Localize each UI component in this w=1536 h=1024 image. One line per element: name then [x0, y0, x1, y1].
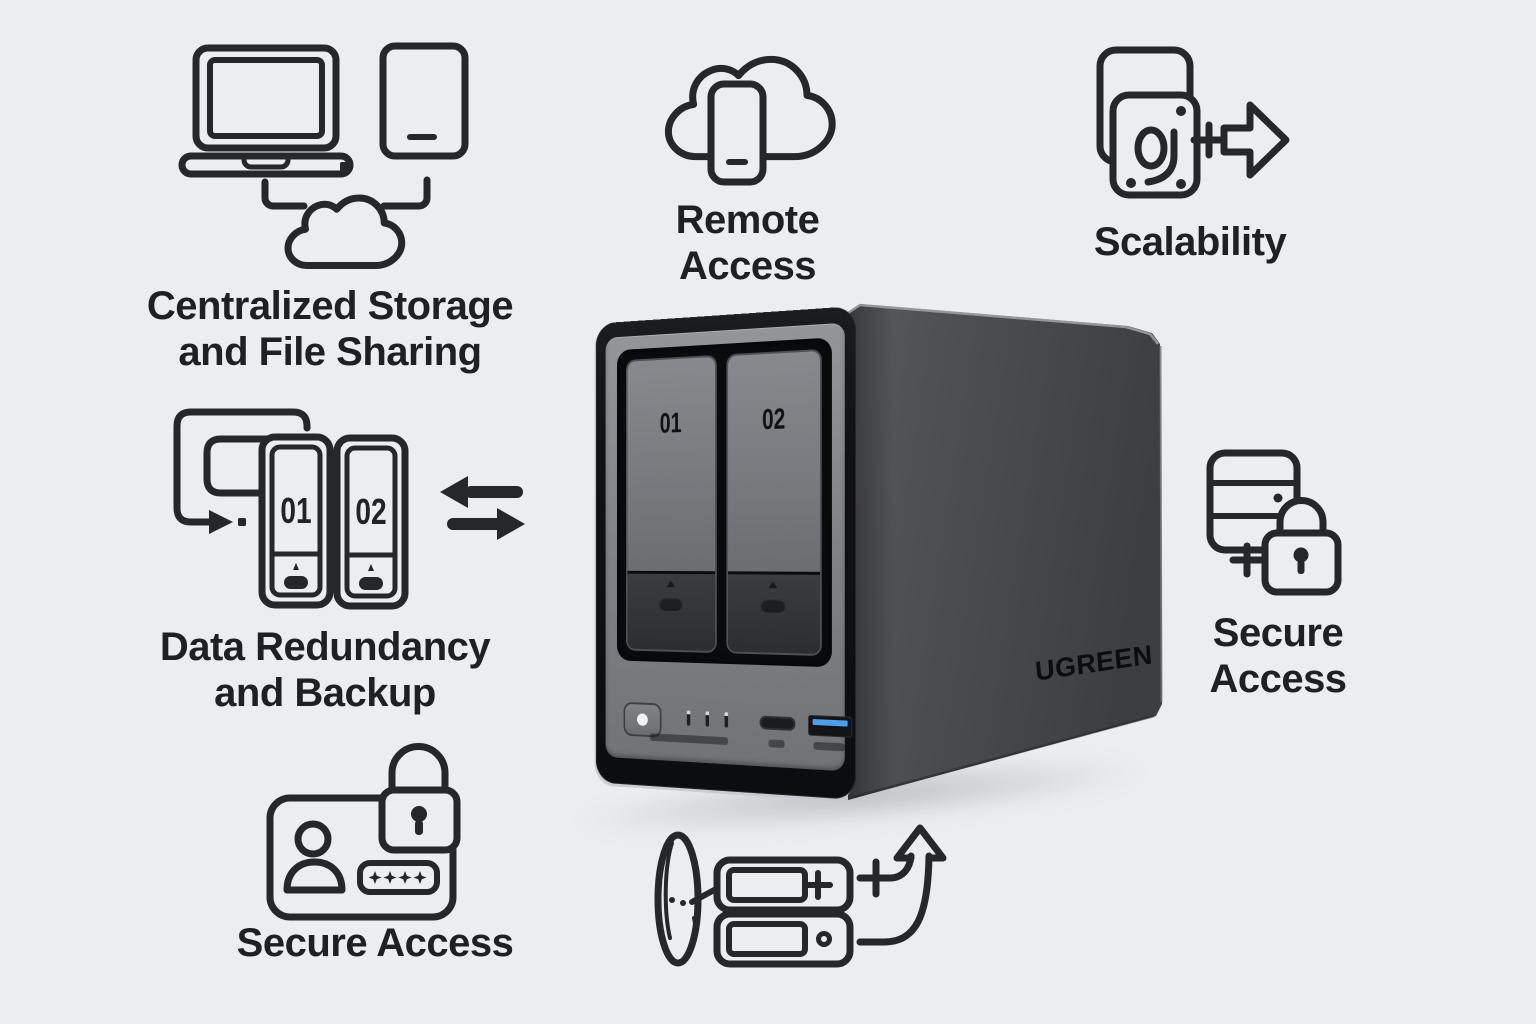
drive-bay-1[interactable]: 01 [625, 354, 717, 654]
fan-connector [689, 886, 719, 905]
password-field-icon [357, 860, 440, 895]
id-card-lock-icon [266, 743, 461, 921]
tablet-icon [379, 42, 469, 160]
drive-unit-top [713, 856, 854, 914]
status-led-1 [686, 710, 691, 726]
power-led [637, 713, 648, 727]
connector-left [261, 178, 308, 210]
led-caption [649, 733, 729, 746]
phone-icon [707, 80, 767, 186]
drive-tray-2: 02 [333, 434, 409, 610]
bay2-door[interactable]: 02 [727, 351, 820, 576]
devices-cloud-icon [178, 42, 469, 275]
power-button[interactable] [623, 701, 662, 738]
scalability-text: Scalability [1093, 220, 1287, 264]
drive-tray-1: 01 [258, 433, 334, 609]
scalability-label: Scalability [1055, 219, 1325, 265]
front-controls [617, 692, 853, 762]
bay1-latch-button[interactable] [658, 596, 683, 612]
drive1-number: 01 [280, 491, 311, 531]
secure-access-right-line1: Secure [1212, 611, 1344, 655]
front-panel: 01 02 [605, 322, 853, 772]
centralized-storage-label: Centralized Storage and File Sharing [95, 283, 565, 375]
connector-node [340, 162, 349, 174]
sync-frame-icon [173, 408, 311, 534]
drive-unit-bottom [713, 910, 854, 968]
remote-access-line1: Remote [675, 198, 820, 242]
lock-icon [1261, 497, 1342, 596]
top-edge-highlight [847, 303, 1159, 345]
usb-a-caption [813, 741, 845, 752]
usb-c-port[interactable] [759, 715, 796, 731]
transfer-arrows-icon [440, 476, 525, 540]
fan-drives-expand-icon [654, 824, 947, 968]
nas-front-face: 01 02 [595, 306, 856, 800]
nas-device: 01 02 [548, 300, 1170, 812]
bay1-number: 01 [659, 407, 682, 440]
bay1-latch[interactable] [627, 574, 715, 652]
drive-bay-2[interactable]: 02 [725, 348, 822, 657]
lock-icon [378, 743, 461, 854]
id-card [266, 794, 457, 921]
secure-access-right-line2: Access [1209, 657, 1347, 701]
drive-bays: 01 02 [616, 337, 832, 668]
data-redundancy-label: Data Redundancy and Backup [100, 624, 550, 716]
bay1-latch-glyph [666, 580, 675, 588]
drive-add-arrow-icon [1096, 46, 1290, 199]
usb-a-port[interactable] [808, 714, 853, 738]
status-led-2 [705, 711, 710, 727]
laptop-icon [178, 44, 354, 178]
remote-access-line2: Access [678, 244, 817, 288]
remote-access-label: Remote Access [640, 197, 855, 289]
data-redundancy-line1: Data Redundancy [159, 625, 491, 669]
server-lock-icon [1206, 449, 1342, 596]
cloud-phone-icon [653, 40, 838, 186]
secure-access-bottom-text: Secure Access [236, 921, 514, 965]
bay2-number: 02 [761, 403, 785, 437]
centralized-storage-line2: and File Sharing [178, 330, 482, 374]
connector-right [380, 176, 431, 210]
bay2-latch-glyph [768, 581, 778, 589]
bay2-latch-button[interactable] [760, 598, 786, 614]
front-drive-card [1109, 91, 1201, 199]
expand-arrow-icon [856, 824, 947, 946]
usb-a-tab [812, 719, 848, 727]
add-arrow-icon [1190, 101, 1290, 179]
side-face [848, 304, 1162, 800]
usb-c-caption [768, 739, 785, 749]
plus-icon [1229, 542, 1265, 578]
data-redundancy-line2: and Backup [214, 671, 436, 715]
centralized-storage-line1: Centralized Storage [146, 284, 514, 328]
status-led-3 [724, 712, 729, 728]
person-icon [283, 820, 346, 894]
drive2-number: 02 [355, 492, 386, 532]
bay2-latch[interactable] [727, 574, 820, 654]
bay1-door[interactable]: 01 [627, 356, 715, 575]
drive-sync-arrows-icon: 01 02 [173, 408, 525, 610]
secure-access-right-label: Secure Access [1163, 610, 1393, 702]
secure-access-bottom-label: Secure Access [200, 920, 550, 966]
